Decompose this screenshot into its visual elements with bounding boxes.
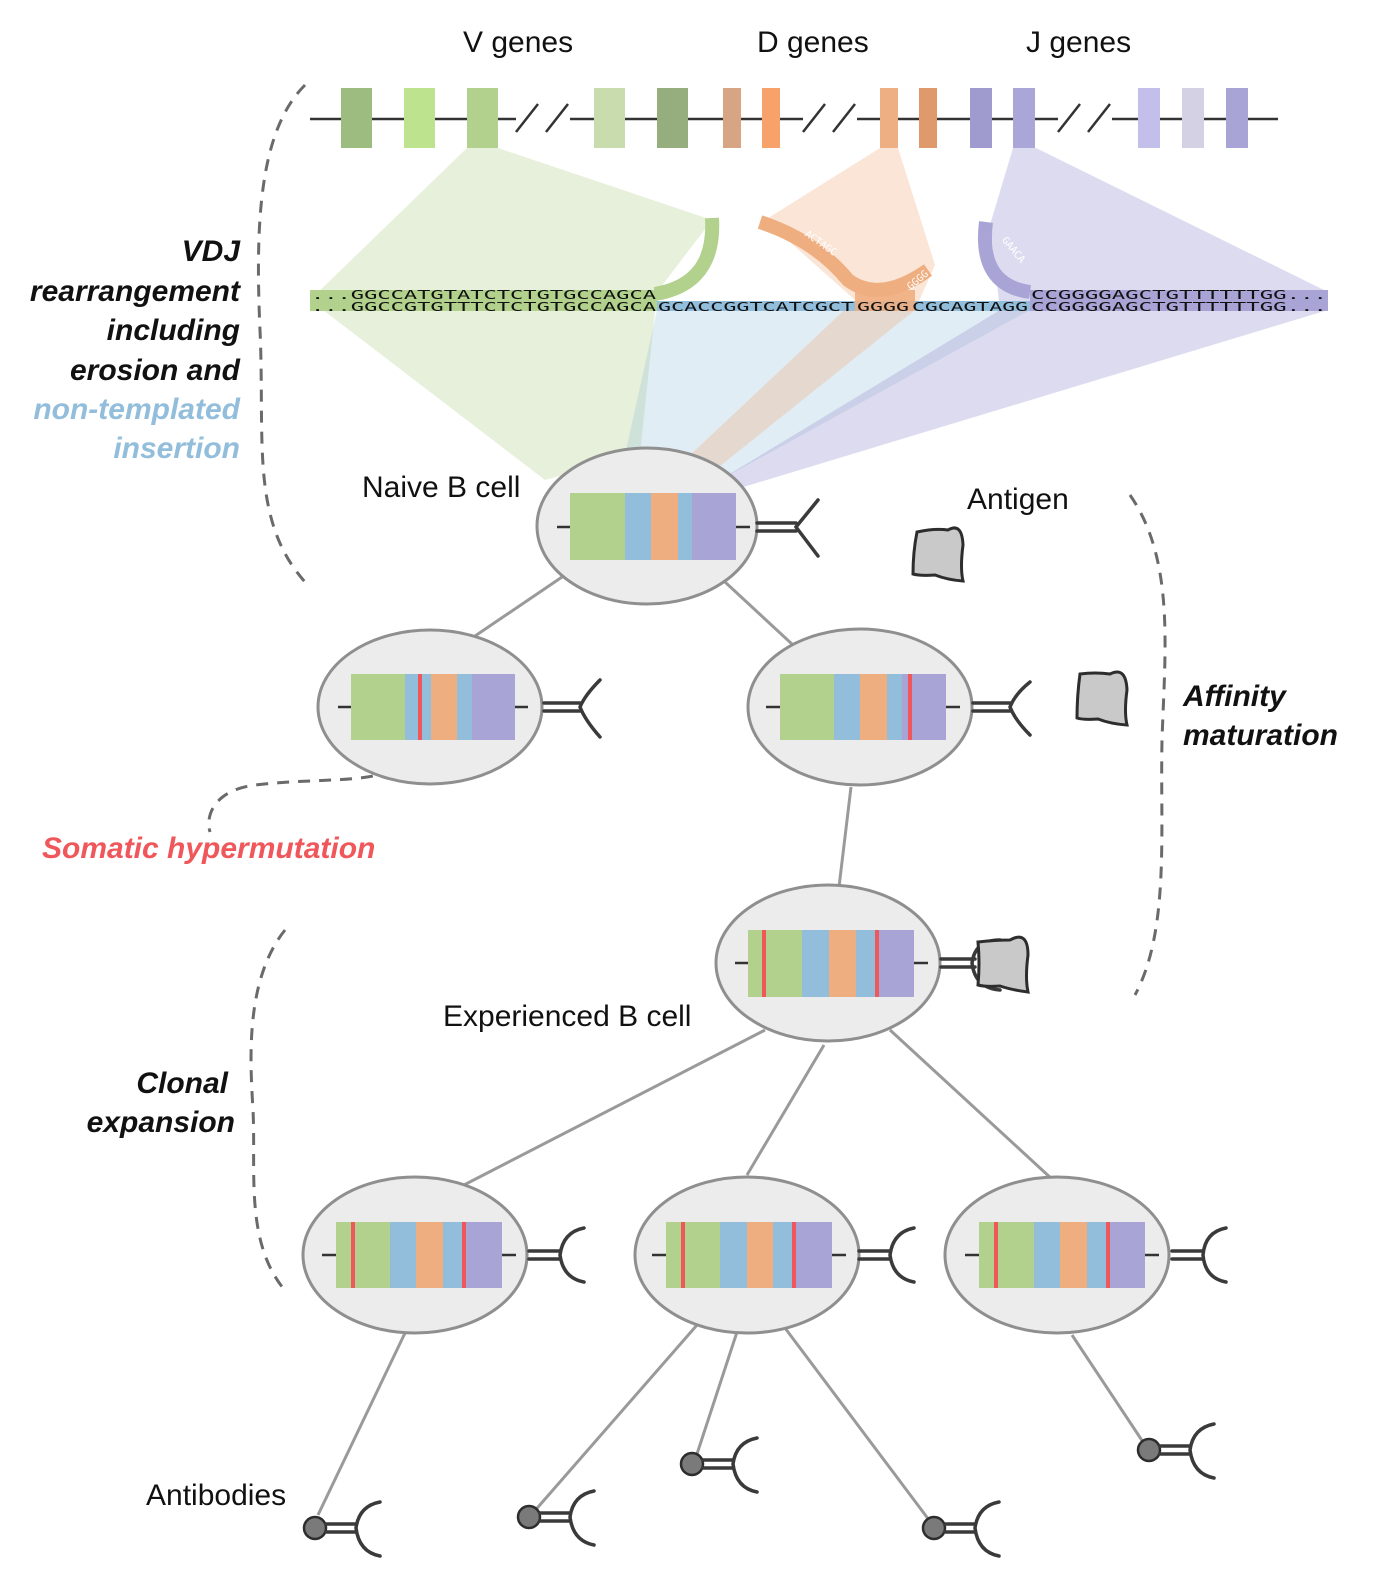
j-gene-segment [1182,88,1204,148]
projection-wedges [310,148,1328,492]
v-gene-segment [467,88,498,148]
antibody [1136,1422,1216,1480]
mutation-mark [1106,1222,1110,1288]
j-gene-segment [1138,88,1160,148]
seq-line1-left: ...GGCCATGTATCTCTGTGCCAGCA [311,288,657,302]
seq-line2-d: GGGG [857,300,909,314]
j-genes-label: J genes [1026,26,1131,59]
shm-connector [207,739,422,833]
mutation-mark [462,1222,466,1288]
experienced-b-cell [714,883,1002,1043]
j-gene-segment [1013,88,1035,148]
clonal-label-line1: Clonal [136,1067,228,1100]
naive-b-cell-label: Naive B cell [362,471,520,504]
antibody [302,1500,382,1558]
d-genes-label: D genes [757,26,869,59]
receptor-fork [971,680,1032,737]
antibody [516,1489,596,1547]
receptor-fork [1170,1226,1228,1284]
d-wedge [655,148,935,490]
antibodies-label: Antibodies [146,1479,286,1512]
mutation-mark [908,674,912,740]
vdj-label-line1: VDJ [182,235,242,268]
b-cell-mutated-1 [316,628,602,786]
lineage-tree [316,573,1147,1525]
shm-label: Somatic hypermutation [42,832,375,865]
mutation-mark [681,1222,685,1288]
receptor-fork [857,1226,916,1284]
mutation-mark [875,930,879,997]
d-gene-segment [723,88,741,148]
mutation-mark [418,674,422,740]
clone-cell-2 [633,1175,916,1335]
v-gene-segment [594,88,625,148]
mutation-mark [994,1222,998,1288]
vdj-label-line3: including [107,314,240,347]
antigen-shape [976,935,1030,994]
vdj-bracket [256,83,307,583]
vdj-label-line2: rearrangement [30,275,242,308]
mutation-mark [351,1222,355,1288]
sequence-strip: ...GGCCATGTATCTCTGTGCCAGCA CCGGGGAGCTGTT… [310,288,1328,314]
v-arc [653,217,720,301]
affinity-label-line1: Affinity [1182,680,1287,713]
antibody [679,1436,759,1494]
v-wedge [310,148,712,480]
antigen-shape [911,526,965,583]
mutation-mark [762,930,766,997]
experienced-b-cell-label: Experienced B cell [443,1000,691,1033]
v-gene-segment [404,88,435,148]
clonal-bracket [249,929,287,1289]
clonal-label-line2: expansion [87,1106,235,1139]
j-arc [978,221,1032,299]
seq-line1-right: CCGGGGAGCTGTTTTTTGG... [1031,288,1327,302]
d-gene-segment [919,88,937,148]
d-gene-segment [762,88,780,148]
antigen-label: Antigen [967,483,1069,516]
j-gene-segment [970,88,992,148]
seq-line2-v: ...GGCCGTGTTTCTCTGTGCCAGCA [311,300,657,314]
insertion-wedge [620,310,1030,490]
j-wedge [700,148,1328,492]
receptor-fork [527,1226,586,1284]
clone-cell-1 [301,1175,586,1335]
vdj-label-line6: insertion [113,432,240,465]
naive-b-cell [535,446,820,606]
v-gene-segment [341,88,372,148]
vdj-label: VDJ rearrangement including erosion and … [30,235,242,465]
j-gene-segment [1226,88,1248,148]
seq-line2-j: CCGGGGAGCTGTTTTTTGG... [1031,300,1327,314]
seq-line2-insert2: CGCAGTAGG [912,300,1028,314]
vdj-label-line5: non-templated [33,393,240,426]
b-cell-mutated-2 [746,627,1032,787]
antigen-shape [1075,670,1129,727]
mutation-mark [792,1222,796,1288]
d-arc [757,215,933,297]
affinity-label-line2: maturation [1183,719,1338,752]
vdj-label-line4: erosion and [70,354,241,387]
v-gene-segment [657,88,688,148]
antibody [921,1500,1001,1558]
affinity-bracket [1128,494,1167,996]
clone-cell-3 [943,1175,1228,1335]
receptor-y [755,498,820,558]
germline-locus [310,88,1278,148]
v-genes-label: V genes [463,26,573,59]
d-gene-segment [880,88,898,148]
receptor-fork [542,678,602,739]
seq-line2-insert1: GCACCGGTCATCGCT [658,300,854,314]
